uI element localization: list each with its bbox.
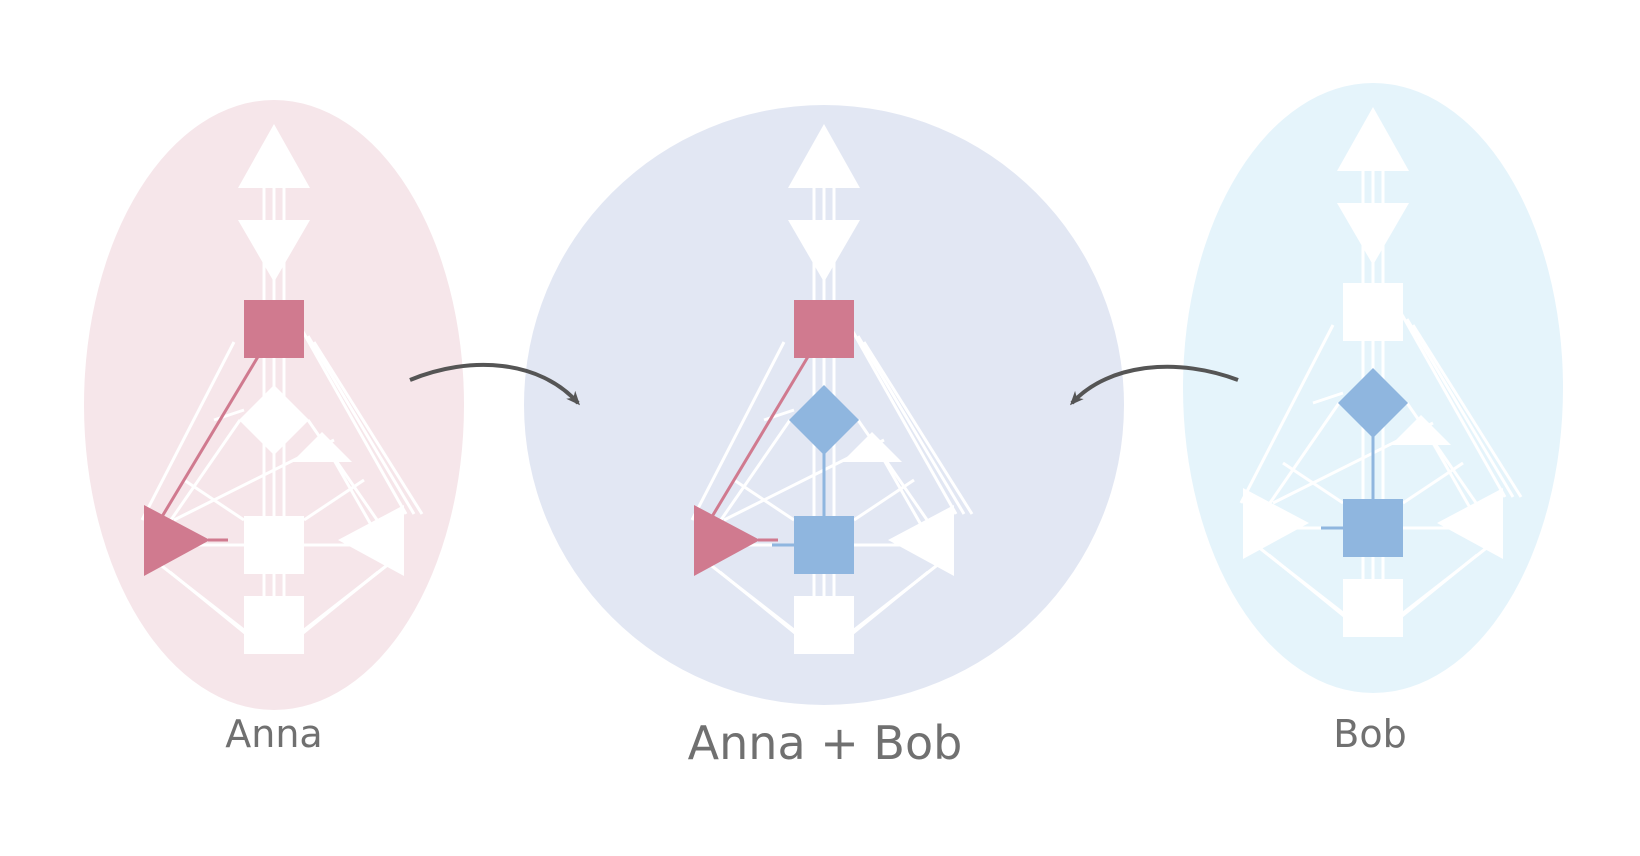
channel-line <box>853 478 915 522</box>
defined-channel <box>696 329 826 541</box>
channel-line <box>1312 391 1344 405</box>
root-center <box>1343 579 1403 637</box>
channel-line <box>140 341 236 521</box>
channel-line <box>332 459 376 531</box>
throat-center <box>794 300 854 358</box>
channel-line <box>162 419 242 531</box>
root-center <box>244 596 304 654</box>
g-center <box>789 385 859 455</box>
ego-center <box>842 432 902 462</box>
channel-line <box>213 408 245 422</box>
curved-arrow-left-icon <box>1069 364 1239 406</box>
channel-line <box>169 570 257 644</box>
ajna-center <box>238 220 310 282</box>
combined-bodygraph <box>690 124 974 654</box>
ego-center <box>292 432 352 462</box>
head-center <box>788 124 860 188</box>
ajna-center <box>1337 203 1409 265</box>
channel-line <box>1405 318 1515 498</box>
sacral-center <box>244 516 304 574</box>
bob-label: Bob <box>1333 712 1407 756</box>
head-center <box>238 124 310 188</box>
anna-label: Anna <box>225 712 323 756</box>
channel-line <box>763 408 795 422</box>
channel-line <box>841 570 929 644</box>
g-center <box>239 385 309 455</box>
channel-line <box>856 335 966 515</box>
root-center <box>794 596 854 654</box>
throat-center <box>244 300 304 358</box>
channel-line <box>733 478 795 522</box>
channel-line <box>1268 553 1356 627</box>
throat-center <box>1343 283 1403 341</box>
head-center <box>1337 107 1409 171</box>
channel-line <box>712 419 792 531</box>
sacral-center <box>794 516 854 574</box>
channel-line <box>1399 312 1507 498</box>
channel-line <box>312 341 424 515</box>
channel-line <box>882 459 926 531</box>
channel-line <box>690 341 786 521</box>
defined-channel <box>146 329 276 541</box>
channel-line <box>1261 402 1341 514</box>
channel-line <box>1402 461 1464 505</box>
ajna-center <box>788 220 860 282</box>
bob-bodygraph <box>1239 107 1523 637</box>
channel-line <box>303 478 365 522</box>
channel-line <box>850 329 958 515</box>
spleen-center <box>1243 488 1309 559</box>
channel-line <box>300 329 408 515</box>
anna-bodygraph <box>140 124 424 654</box>
channel-line <box>1282 461 1344 505</box>
curved-arrow-right-icon <box>409 363 580 406</box>
channel-line <box>862 341 974 515</box>
channel-line <box>719 570 807 644</box>
channel-line <box>1390 553 1478 627</box>
channel-line <box>1411 324 1523 498</box>
channel-line <box>291 570 379 644</box>
ego-center <box>1391 415 1451 445</box>
solar-plexus-center <box>338 505 404 576</box>
channel-line <box>1239 324 1335 504</box>
g-center <box>1338 368 1408 438</box>
combined-label: Anna + Bob <box>687 716 963 770</box>
channel-line <box>1431 442 1475 514</box>
spleen-center <box>144 505 210 576</box>
solar-plexus-center <box>1437 488 1503 559</box>
channel-line <box>183 478 245 522</box>
sacral-center <box>1343 499 1403 557</box>
channel-line <box>306 335 416 515</box>
solar-plexus-center <box>888 505 954 576</box>
spleen-center <box>694 505 760 576</box>
